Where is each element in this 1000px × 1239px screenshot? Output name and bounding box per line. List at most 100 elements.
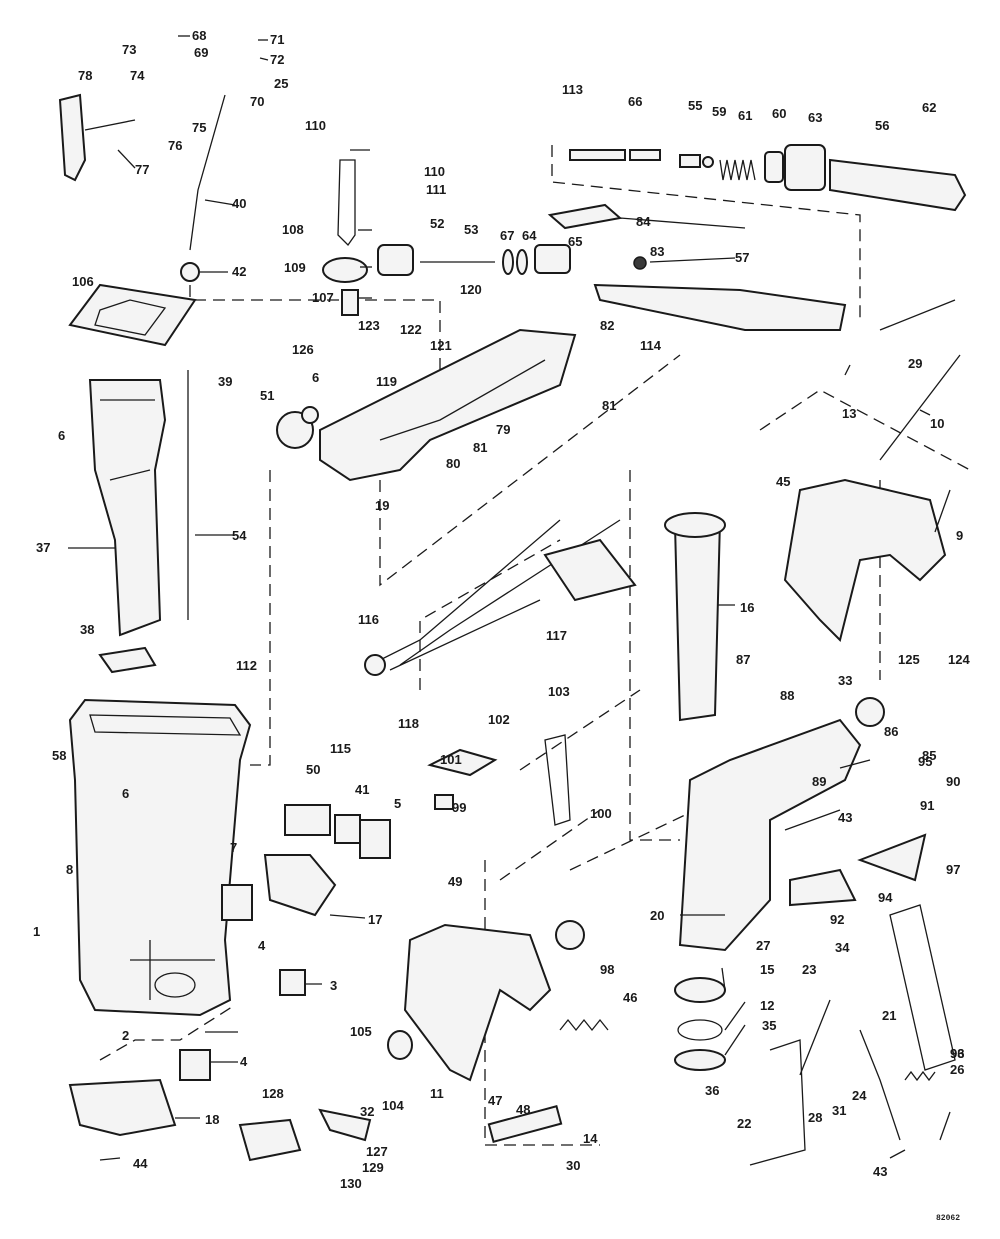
callout-14: 14: [583, 1131, 598, 1146]
callout-45: 45: [776, 474, 790, 489]
callout-92: 92: [830, 912, 844, 927]
callout-110: 110: [424, 164, 445, 179]
callout-61: 61: [738, 108, 752, 123]
callout-121: 121: [430, 338, 452, 353]
callout-101: 101: [440, 752, 462, 767]
callout-34: 34: [835, 940, 850, 955]
callout-41: 41: [355, 782, 369, 797]
swivel-bracket-top: [319, 328, 577, 482]
exhaust-housing: [68, 698, 252, 1017]
callout-64: 64: [522, 228, 537, 243]
callout-11: 11: [430, 1086, 444, 1101]
callout-66: 66: [628, 94, 642, 109]
callout-58: 58: [52, 748, 66, 763]
throttle-sleeve: [784, 144, 826, 191]
callout-53: 53: [464, 222, 478, 237]
seal: [98, 646, 157, 674]
diagram-code: 82062: [935, 1214, 960, 1223]
callout-105: 105: [350, 1024, 372, 1039]
callout-47: 47: [488, 1093, 502, 1108]
callout-12: 12: [760, 998, 774, 1013]
callout-13: 13: [842, 406, 856, 421]
steering-tube: [673, 518, 722, 722]
part-illustrations: [58, 93, 967, 1166]
callout-6: 6: [122, 786, 129, 801]
callout-73: 73: [122, 42, 136, 57]
callout-128: 128: [262, 1086, 284, 1101]
callout-100: 100: [590, 806, 612, 821]
callout-56: 56: [875, 118, 889, 133]
adapter-gasket: [68, 283, 197, 347]
callout-114: 114: [640, 338, 662, 353]
callout-labels: 1 2 3 4 4 5 6 6 6 7 8 9 10 11 12 13 14 1…: [33, 28, 970, 1191]
callout-87: 87: [736, 652, 750, 667]
callout-10: 10: [930, 416, 944, 431]
callout-44: 44: [133, 1156, 148, 1171]
callout-95: 95: [918, 754, 932, 769]
callout-69: 69: [194, 45, 208, 60]
callout-30: 30: [566, 1158, 580, 1173]
callout-54: 54: [232, 528, 247, 543]
callout-27: 27: [756, 938, 770, 953]
callout-67: 67: [500, 228, 514, 243]
callout-15: 15: [760, 962, 774, 977]
stern-bracket-upper: [783, 478, 947, 642]
callout-29: 29: [908, 356, 922, 371]
callout-9: 9: [956, 528, 963, 543]
callout-63: 63: [808, 110, 822, 125]
callout-122: 122: [400, 322, 422, 337]
callout-20: 20: [650, 908, 664, 923]
callout-5: 5: [394, 796, 401, 811]
callout-18: 18: [205, 1112, 219, 1127]
callout-102: 102: [488, 712, 510, 727]
callout-59: 59: [712, 104, 726, 119]
callout-126: 126: [292, 342, 314, 357]
callout-49: 49: [448, 874, 462, 889]
callout-75: 75: [192, 120, 206, 135]
callout-16: 16: [740, 600, 754, 615]
callout-120: 120: [460, 282, 482, 297]
callout-1: 1: [33, 924, 40, 939]
callout-86: 86: [884, 724, 898, 739]
callout-78: 78: [78, 68, 92, 83]
throttle-grip: [829, 158, 967, 212]
callout-83: 83: [650, 244, 664, 259]
callout-72: 72: [270, 52, 284, 67]
callout-3: 3: [330, 978, 337, 993]
callout-8: 8: [66, 862, 73, 877]
callout-88: 88: [780, 688, 794, 703]
callout-48: 48: [516, 1102, 530, 1117]
callout-22: 22: [737, 1116, 751, 1131]
callout-85: 85: [922, 748, 936, 763]
callout-110: 110: [305, 118, 326, 133]
callout-19: 19: [375, 498, 389, 513]
callout-40: 40: [232, 196, 246, 211]
callout-112: 112: [236, 658, 257, 673]
callout-115: 115: [330, 741, 351, 756]
callout-28: 28: [808, 1110, 822, 1125]
callout-125: 125: [898, 652, 920, 667]
leader-lines: [68, 35, 951, 1161]
callout-98: 98: [600, 962, 614, 977]
callout-129: 129: [362, 1160, 384, 1175]
spring: [719, 159, 756, 181]
callout-31: 31: [832, 1103, 846, 1118]
callout-43: 43: [838, 810, 852, 825]
callout-25: 25: [274, 76, 288, 91]
callout-118: 118: [398, 716, 419, 731]
callout-113: 113: [562, 82, 583, 97]
callout-42: 42: [232, 264, 246, 279]
callout-107: 107: [312, 290, 334, 305]
callout-130: 130: [340, 1176, 362, 1191]
callout-111: 111: [426, 182, 446, 197]
callout-2: 2: [122, 1028, 129, 1043]
callout-4: 4: [258, 938, 266, 953]
callout-52: 52: [430, 216, 444, 231]
callout-57: 57: [735, 250, 749, 265]
callout-33: 33: [838, 673, 852, 688]
callout-74: 74: [130, 68, 145, 83]
callout-93: 93: [950, 1046, 964, 1061]
callout-43: 43: [873, 1164, 887, 1179]
callout-116: 116: [358, 612, 379, 627]
